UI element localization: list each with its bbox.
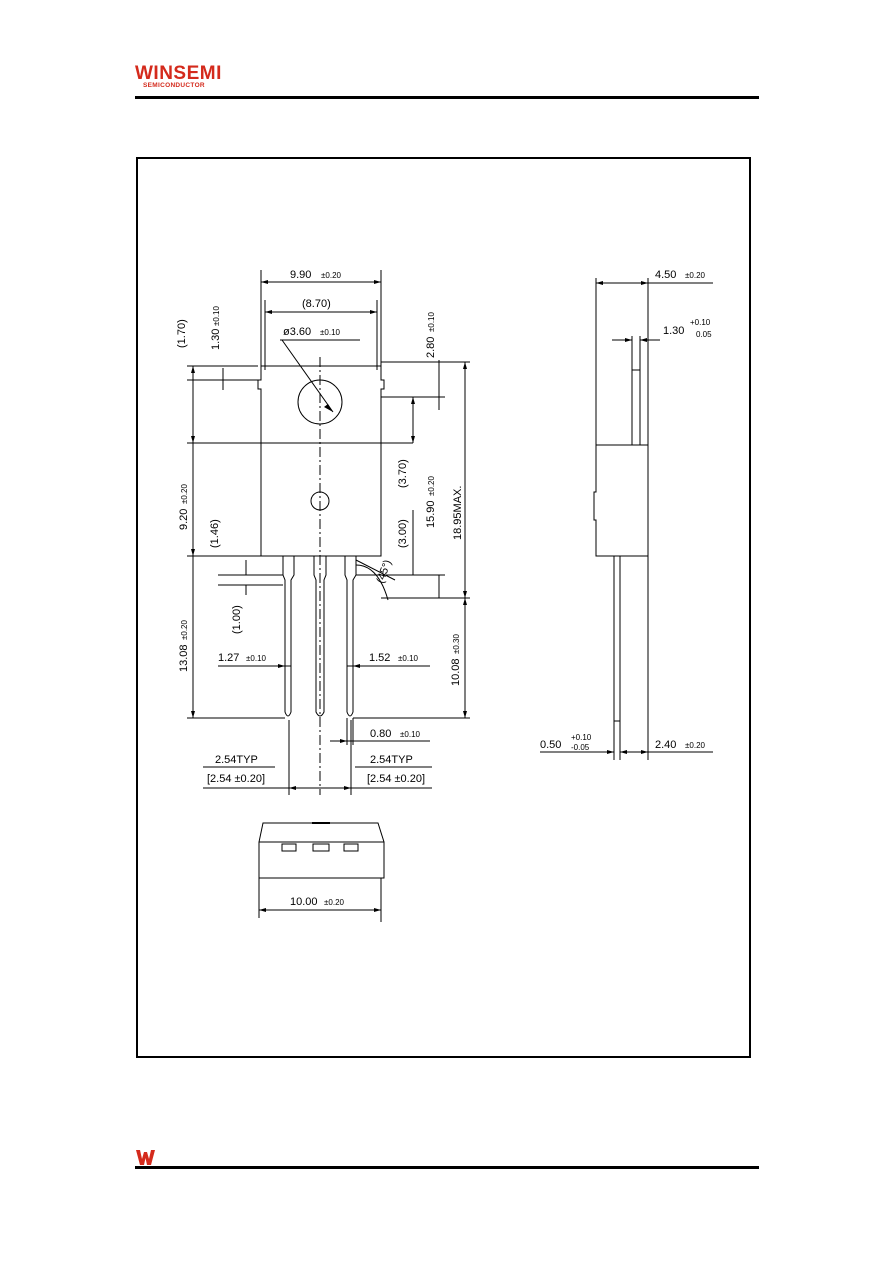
dim-lead-length2: 10.08: [450, 658, 462, 686]
dim-hole-dia: ø3.60: [283, 326, 311, 338]
dim-side-lead-offset: 2.40: [655, 739, 676, 751]
dim-body-height-tol: ±0.20: [180, 483, 189, 504]
dim-tab-notch-tol: ±0.10: [212, 305, 221, 326]
dim-lead-width-left: 1.27: [218, 652, 239, 664]
logo-subtext: SEMICONDUCTOR: [143, 82, 205, 89]
dim-tab-notch: 1.30: [210, 329, 222, 350]
dim-lead-length: 13.08: [178, 644, 190, 672]
header-rule: [135, 96, 759, 99]
dim-body-height: 9.20: [178, 509, 190, 530]
front-body-outline: [260, 442, 382, 557]
bottom-lead-center: [312, 843, 330, 852]
dim-side-thickness-tol: ±0.20: [685, 271, 706, 280]
dim-side-lead-thk-minus: -0.05: [571, 743, 590, 752]
dim-body-to-lead-tol: ±0.20: [427, 475, 436, 496]
footer-rule: [135, 1166, 759, 1169]
dim-side-thickness: 4.50: [655, 269, 676, 281]
dim-pitch-left: 2.54TYP: [215, 754, 258, 766]
dim-body-to-lead: 15.90: [425, 500, 437, 528]
dim-lead-step-lower: (1.00): [231, 605, 243, 634]
footer-w-logo-icon: [136, 1150, 155, 1165]
dim-side-tab-thickness: 1.30: [663, 325, 684, 337]
bottom-lead-right: [343, 843, 359, 852]
dim-chamfer-angle: (45°): [375, 558, 394, 585]
dim-lead-length-tol: ±0.20: [180, 619, 189, 640]
dim-side-lead-thk-plus: +0.10: [571, 733, 592, 742]
bottom-lead-left: [281, 843, 297, 852]
dim-bottom-width-tol: ±0.20: [324, 898, 345, 907]
dim-lead-thickness: 0.80: [370, 728, 391, 740]
dim-width-overall: 9.90: [290, 269, 311, 281]
dim-lead-thickness-tol: ±0.10: [400, 730, 421, 739]
dim-pitch-right-bracket: [2.54 ±0.20]: [367, 773, 425, 785]
dim-hole-offset: 2.80: [425, 337, 437, 358]
dim-lead-length2-tol: ±0.30: [452, 633, 461, 654]
lead-center: [313, 556, 327, 717]
dim-side-lead-thk: 0.50: [540, 739, 561, 751]
dim-lead-step-upper: (1.46): [209, 519, 221, 548]
dim-lead-chamfer: (3.00): [397, 519, 409, 548]
dim-hole-to-body: (3.70): [397, 459, 409, 488]
dim-lead-width-right: 1.52: [369, 652, 390, 664]
front-tab-outline: [257, 365, 385, 444]
dim-side-lead-offset-tol: ±0.20: [685, 741, 706, 750]
dim-tab-top: (1.70): [176, 319, 188, 348]
dim-side-tab-tol-plus: +0.10: [690, 318, 711, 327]
logo-text: WINSEMI: [135, 63, 222, 84]
side-lead-outline: [613, 555, 621, 722]
package-drawing-frame: [136, 157, 751, 1058]
dim-side-tab-tol-minus: 0.05: [696, 330, 712, 339]
dim-hole-dia-tol: ±0.10: [320, 328, 341, 337]
dim-pitch-left-bracket: [2.54 ±0.20]: [207, 773, 265, 785]
dim-max-height: 18.95MAX.: [452, 486, 464, 540]
dim-width-inner: (8.70): [302, 298, 331, 310]
side-body-outline: [593, 444, 649, 557]
winsemi-logo: WINSEMI SEMICONDUCTOR: [135, 64, 245, 94]
lead-left: [282, 556, 295, 717]
dim-width-overall-tol: ±0.20: [321, 271, 342, 280]
dim-lead-width-right-tol: ±0.10: [398, 654, 419, 663]
dim-lead-width-left-tol: ±0.10: [246, 654, 267, 663]
lead-right: [344, 556, 357, 717]
dim-pitch-right: 2.54TYP: [370, 754, 413, 766]
dim-hole-offset-tol: ±0.10: [427, 311, 436, 332]
side-tab-outline: [631, 369, 641, 446]
dim-bottom-width: 10.00: [290, 896, 318, 908]
